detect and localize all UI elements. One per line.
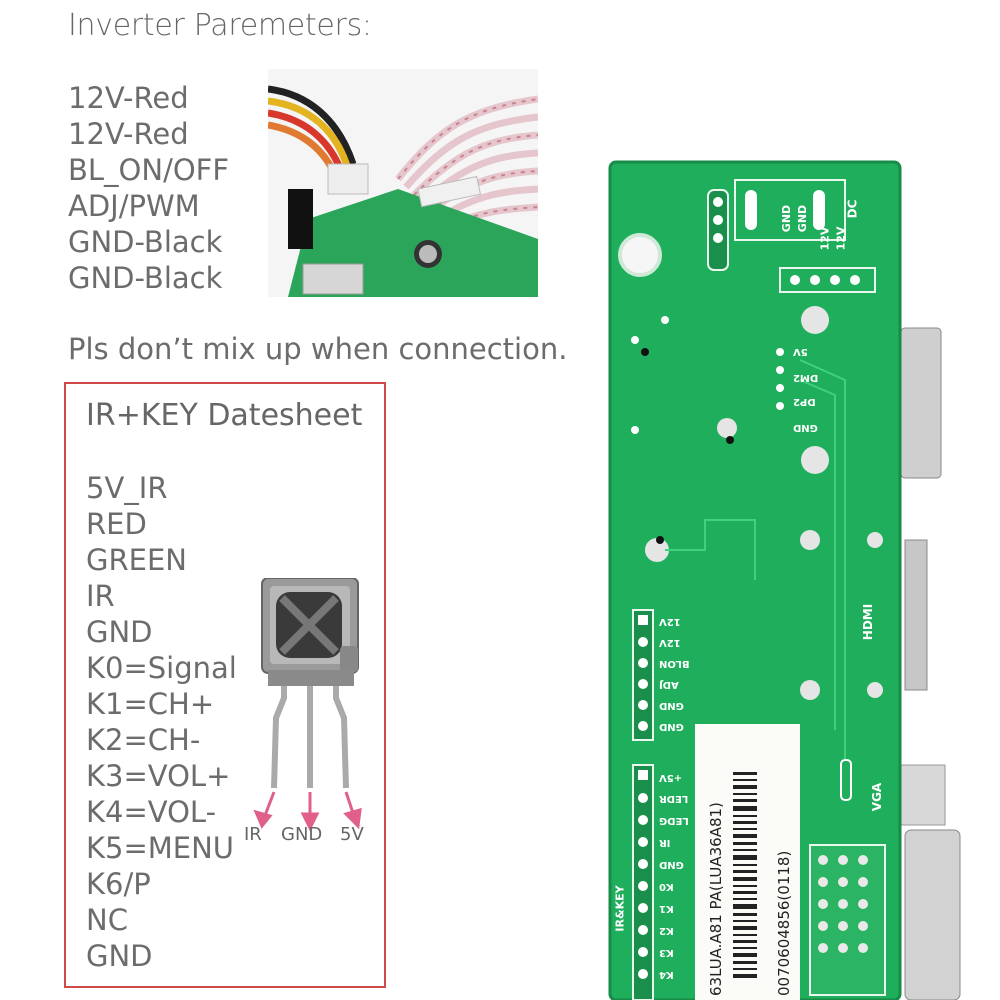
ir-key-pin-list: 5V_IR RED GREEN IR GND K0=Signal K1=CH+ … — [86, 470, 237, 974]
ir-key-pin-2: RED — [86, 507, 147, 541]
board-key-ledr: LEDR — [659, 793, 689, 804]
board-label-12v1: 12V — [818, 226, 832, 251]
inverter-pin-3: BL_ON/OFF — [68, 153, 230, 187]
board-pin-12v-b: 12V — [659, 637, 681, 648]
board-key-ir: IR — [659, 837, 671, 848]
ir-receiver-drawing — [240, 577, 370, 848]
ir-key-pin-9: K3=VOL+ — [86, 759, 231, 793]
board-pin-gnd-b: GND — [659, 721, 684, 732]
inverter-pin-6: GND-Black — [68, 261, 223, 295]
board-key-k2: K2 — [659, 925, 674, 936]
inverter-pin-list: 12V-Red 12V-Red BL_ON/OFF ADJ/PWM GND-Bl… — [68, 80, 229, 296]
ir-key-pin-5: GND — [86, 615, 153, 649]
sticker-model-text: 63LUA.A81 PA(LUA36A81) — [707, 802, 725, 996]
board-pin-gnd-a: GND — [659, 700, 684, 711]
board-key-k3: K3 — [659, 947, 674, 958]
board-label-gnd3: GND — [793, 422, 818, 433]
ir-key-pin-14: GND — [86, 939, 153, 973]
barcode-icon — [733, 772, 757, 978]
driver-board-photo: GND GND 12V 12V DC 5V DM2 DP2 GND HDMI V… — [605, 160, 1000, 1000]
ir-key-pin-7: K1=CH+ — [86, 687, 215, 721]
ir-key-pin-6: K0=Signal — [86, 651, 237, 685]
sticker-serial-text: 0070604856(0118) — [775, 850, 793, 996]
ir-key-panel: IR+KEY Datesheet 5V_IR RED GREEN IR GND … — [64, 382, 386, 988]
connector-photo — [268, 69, 538, 297]
ir-key-pin-11: K5=MENU — [86, 831, 235, 865]
inverter-title: Inverter Paremeters: — [68, 8, 372, 43]
board-label-dp2: DP2 — [793, 396, 816, 407]
board-label-irkey: IR&KEY — [613, 885, 627, 932]
board-key-ledg: LEDG — [659, 815, 689, 826]
board-label-gnd2: GND — [796, 204, 810, 233]
ir-key-pin-3: GREEN — [86, 543, 187, 577]
ir-key-pin-1: 5V_IR — [86, 471, 168, 505]
board-pin-12v-a: 12V — [659, 616, 681, 627]
inverter-pin-5: GND-Black — [68, 225, 223, 259]
board-key-k1: K1 — [659, 903, 674, 914]
board-label-dm2: DM2 — [793, 372, 819, 383]
board-label-12v2: 12V — [834, 226, 848, 251]
connector-photo-drawing — [268, 69, 538, 297]
inverter-pin-1: 12V-Red — [68, 81, 189, 115]
board-key-k0: K0 — [659, 881, 674, 892]
ir-key-pin-4: IR — [86, 579, 115, 613]
board-key-gnd: GND — [659, 859, 684, 870]
inverter-pin-4: ADJ/PWM — [68, 189, 200, 223]
ir-key-pin-8: K2=CH- — [86, 723, 201, 757]
ir-key-pin-13: NC — [86, 903, 128, 937]
board-key-5v: +5V — [659, 772, 683, 783]
board-key-k4: K4 — [659, 969, 674, 980]
ir-key-pin-12: K6/P — [86, 867, 151, 901]
barcode-sticker: 63LUA.A81 PA(LUA36A81) 0070604856(0118) — [695, 724, 800, 1000]
ir-pin-label: IR — [244, 824, 262, 845]
5v-pin-label: 5V — [340, 824, 364, 845]
connection-warning: Pls don’t mix up when connection. — [68, 332, 568, 366]
board-label-gnd1: GND — [780, 204, 794, 233]
ir-key-pin-10: K4=VOL- — [86, 795, 217, 829]
gnd-pin-label: GND — [281, 824, 323, 845]
board-label-5v: 5V — [793, 346, 808, 357]
board-label-hdmi: HDMI — [861, 603, 876, 641]
board-label-dc: DC — [845, 199, 860, 219]
board-label-vga: VGA — [870, 782, 885, 812]
ir-key-title: IR+KEY Datesheet — [86, 398, 363, 433]
board-pin-blon: BLON — [659, 658, 690, 669]
inverter-pin-2: 12V-Red — [68, 117, 189, 151]
board-pin-adj: ADJ — [659, 679, 679, 690]
